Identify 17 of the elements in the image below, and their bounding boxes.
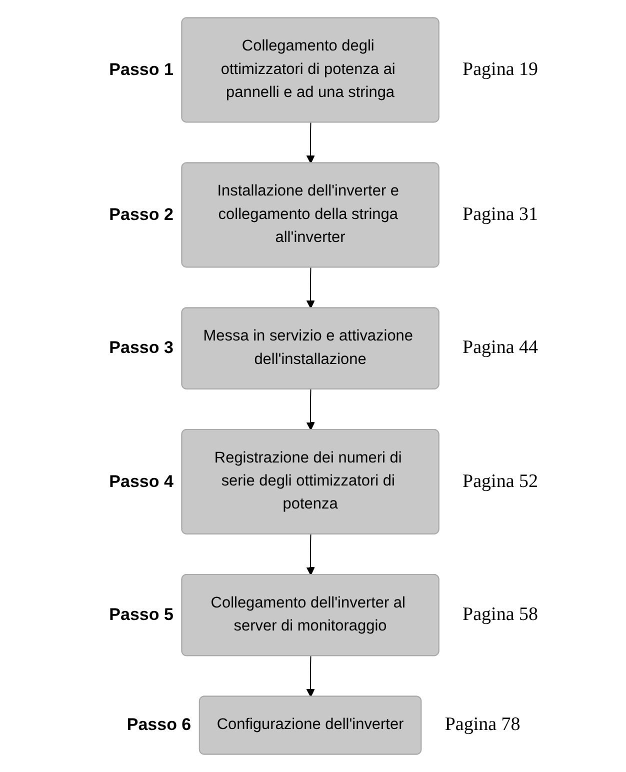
step-label: Passo 2 <box>109 204 174 225</box>
page-reference: Pagina 19 <box>462 58 538 81</box>
step-label: Passo 1 <box>109 60 174 80</box>
page-reference: Pagina 31 <box>462 204 538 226</box>
page-reference: Pagina 58 <box>462 604 538 626</box>
arrow <box>306 122 315 164</box>
arrow <box>306 656 315 698</box>
step-label: Passo 5 <box>109 605 174 626</box>
arrow <box>306 534 315 576</box>
arrow <box>306 388 315 430</box>
page-reference: Pagina 78 <box>444 714 520 736</box>
step-label: Passo 6 <box>126 715 192 736</box>
page-reference: Pagina 52 <box>462 470 538 493</box>
step-label: Passo 3 <box>109 338 174 358</box>
arrow <box>306 267 315 309</box>
step-label: Passo 4 <box>109 472 174 492</box>
page-reference: Pagina 44 <box>462 337 538 360</box>
